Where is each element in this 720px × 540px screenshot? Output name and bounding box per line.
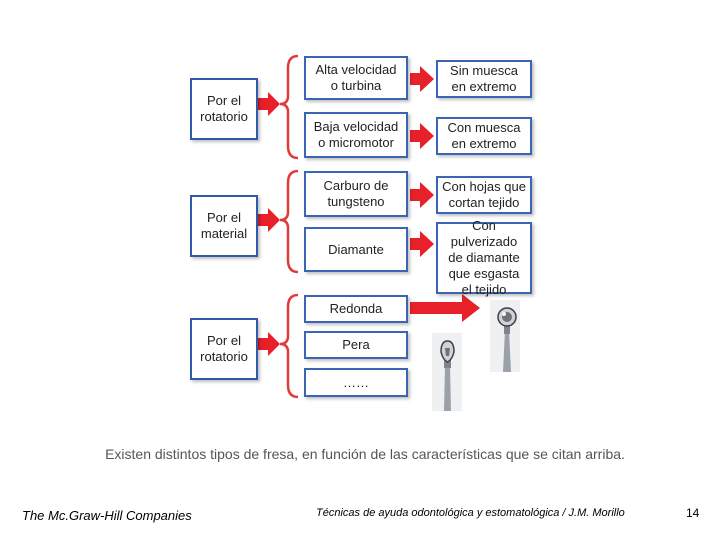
category-box-rotatorio-2: Por el rotatorio: [190, 318, 258, 380]
arrow-redonda-to-bur: [410, 294, 480, 322]
option-alta-velocidad: Alta velocidad o turbina: [304, 56, 408, 100]
publisher-name: The Mc.Graw-Hill Companies: [22, 508, 192, 523]
category-box-rotatorio-1: Por el rotatorio: [190, 78, 258, 140]
option-ellipsis: ……: [304, 368, 408, 397]
page-number: 14: [686, 506, 700, 520]
arrow-option-2: [410, 123, 434, 149]
result-con-muesca: Con muesca en extremo: [436, 117, 532, 155]
result-sin-muesca: Sin muesca en extremo: [436, 60, 532, 98]
arrow-category-1: [258, 92, 280, 116]
arrow-option-4: [410, 231, 434, 257]
arrow-option-1: [410, 66, 434, 92]
result-con-hojas: Con hojas que cortan tejido: [436, 176, 532, 214]
brace-group-1: [279, 54, 299, 160]
option-redonda: Redonda: [304, 295, 408, 323]
round-bur-image: [490, 300, 520, 372]
brace-group-3: [279, 293, 299, 399]
arrow-category-3: [258, 332, 280, 356]
caption-text: Existen distintos tipos de fresa, en fun…: [105, 446, 625, 462]
arrow-option-3: [410, 182, 434, 208]
book-title: Técnicas de ayuda odontológica y estomat…: [316, 507, 625, 519]
option-carburo: Carburo de tungsteno: [304, 171, 408, 217]
option-baja-velocidad: Baja velocidad o micromotor: [304, 112, 408, 158]
arrow-category-2: [258, 208, 280, 232]
category-box-material: Por el material: [190, 195, 258, 257]
brace-group-2: [279, 169, 299, 274]
option-pera: Pera: [304, 331, 408, 359]
pear-bur-image: [432, 333, 462, 411]
result-pulverizado: Con pulverizado de diamante que esgasta …: [436, 218, 532, 297]
option-diamante: Diamante: [304, 227, 408, 272]
